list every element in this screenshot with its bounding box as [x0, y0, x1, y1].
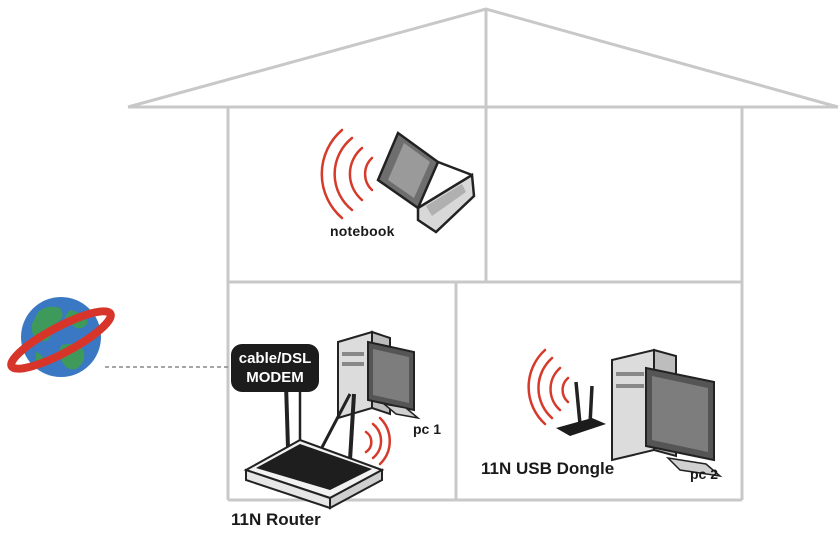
notebook-label: notebook: [330, 223, 395, 239]
usb-dongle-label: 11N USB Dongle: [481, 459, 615, 478]
router-label: 11N Router: [231, 510, 321, 529]
house-outline: [127, 7, 839, 502]
cable-dsl-modem-badge: cable/DSL MODEM: [231, 344, 319, 392]
modem-label-line-1: cable/DSL: [238, 350, 312, 367]
globe-icon: [7, 297, 115, 377]
notebook-icon: [376, 131, 476, 234]
wifi-signal-icon: [320, 128, 374, 220]
desktop-pc-icon: [337, 330, 421, 420]
modem-label-line-2: MODEM: [246, 369, 304, 386]
pc2-label: pc 2: [690, 466, 719, 482]
wifi-signal-icon: [527, 348, 570, 426]
wifi-signal-icon: [364, 416, 391, 466]
usb-dongle-icon: [556, 381, 606, 436]
desktop-pc-icon: [611, 348, 723, 478]
router-icon: [243, 383, 385, 510]
pc1-label: pc 1: [413, 421, 442, 437]
